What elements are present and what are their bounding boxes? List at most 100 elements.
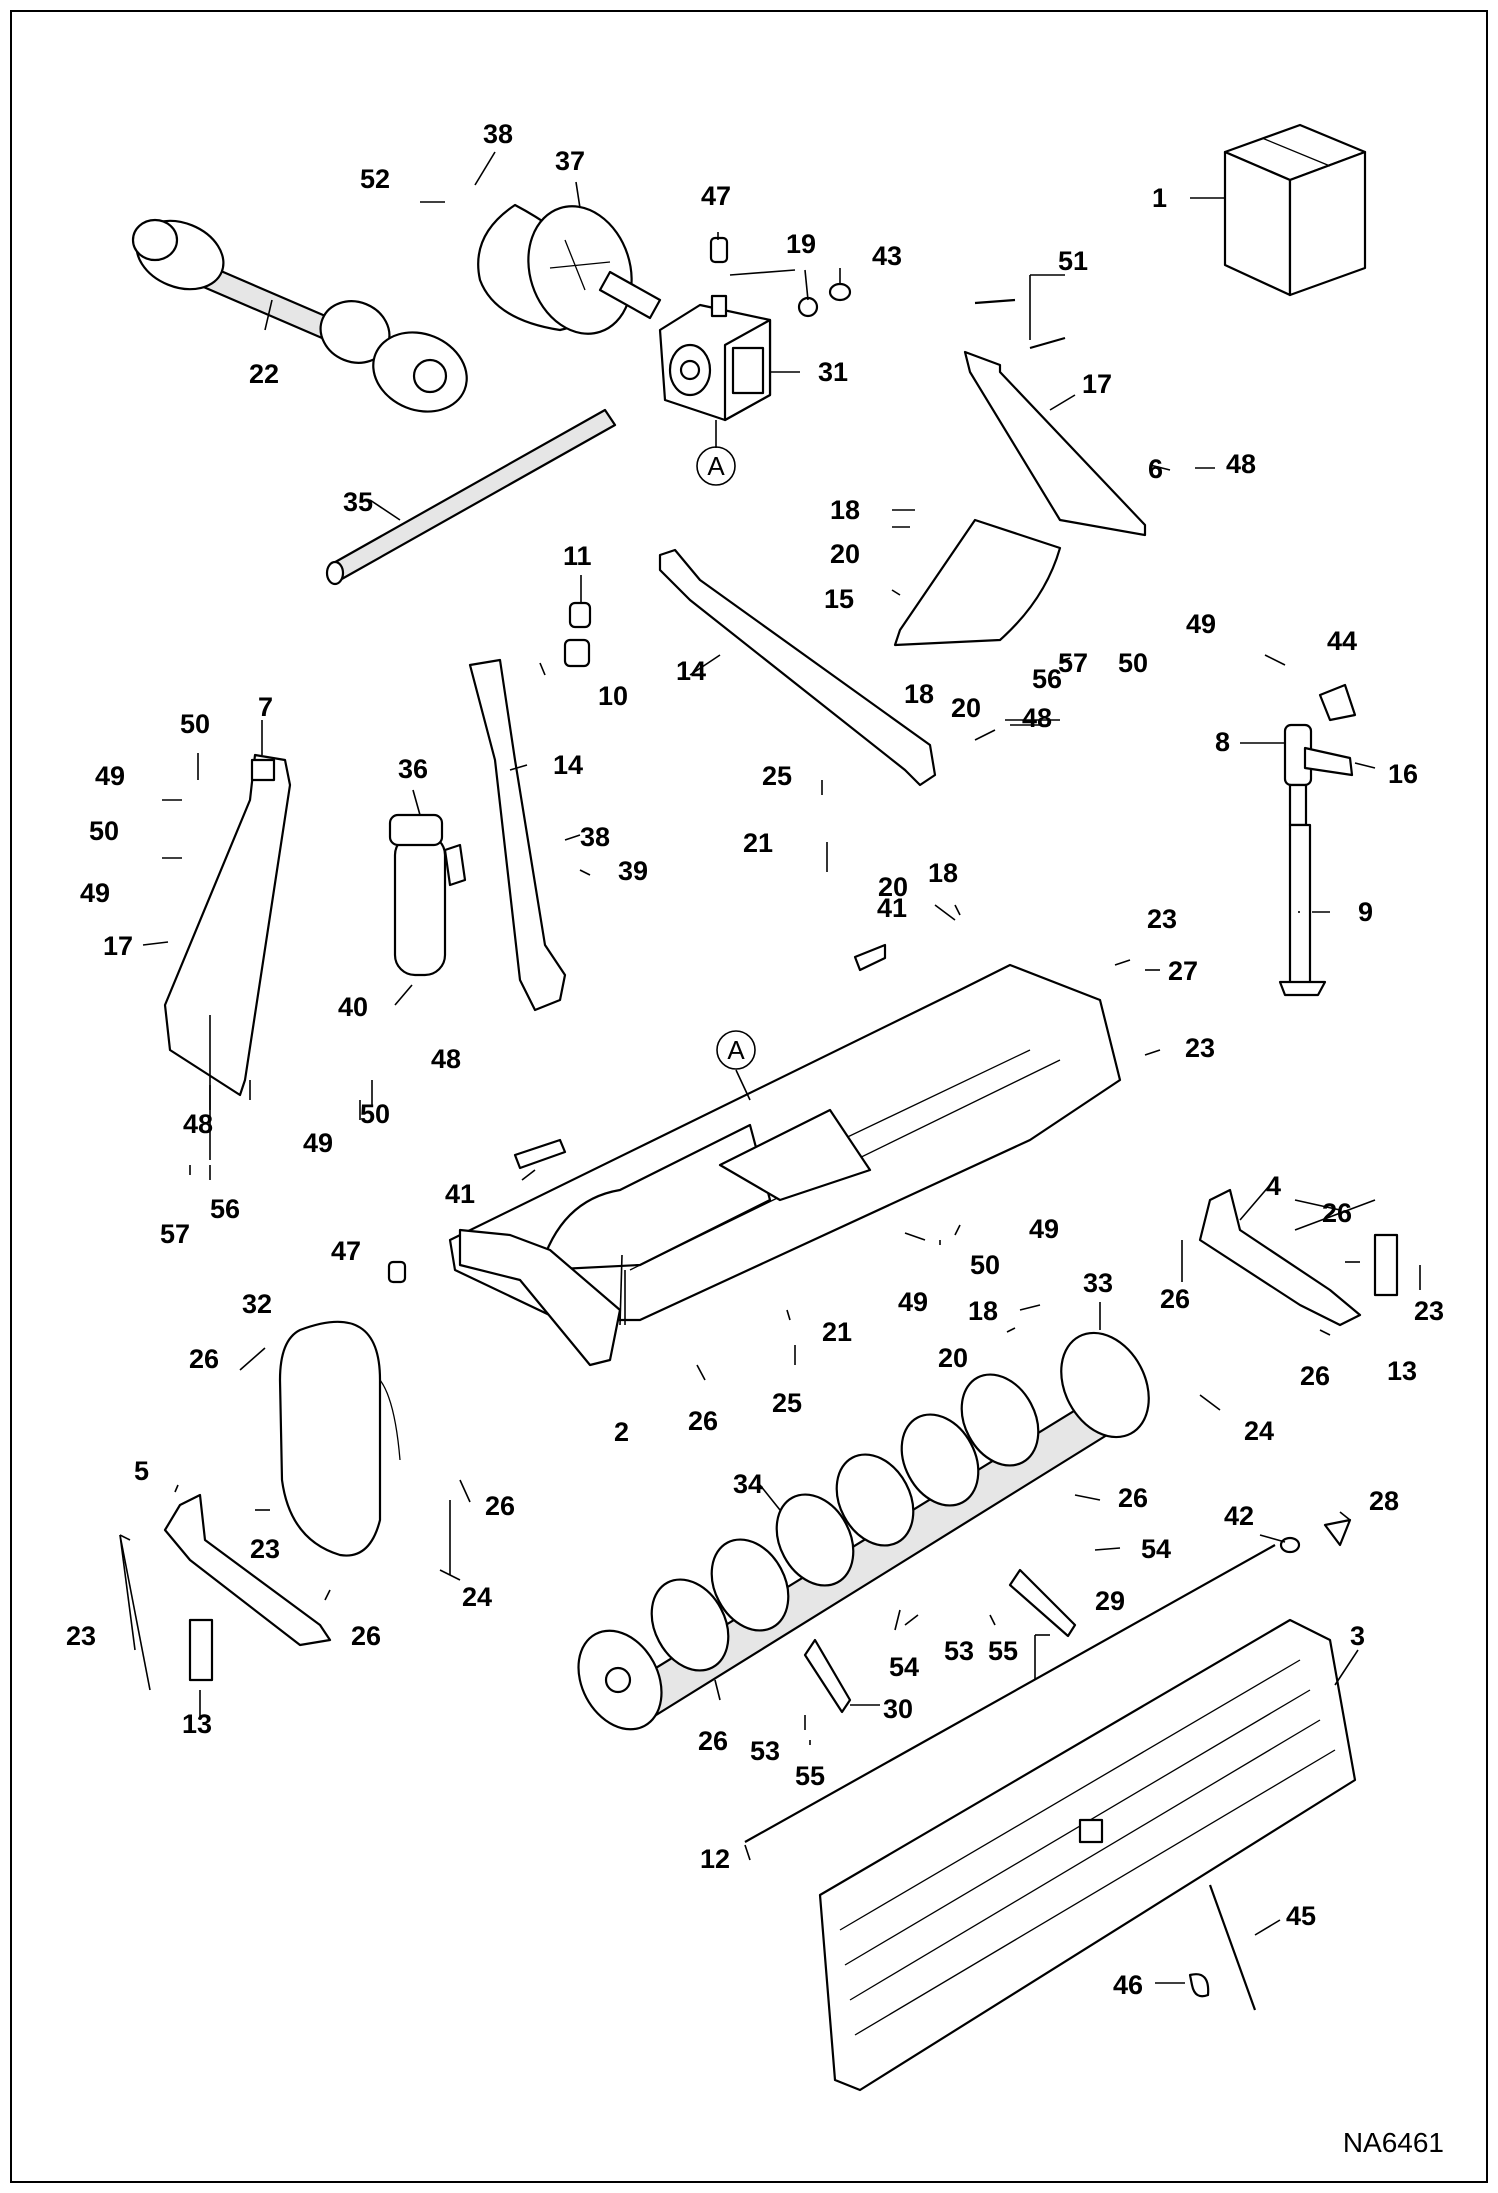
part-tine-29	[1008, 1568, 1077, 1638]
callout-19: 19	[786, 229, 816, 259]
callout-45: 45	[1286, 1901, 1316, 1931]
callout-47-top: 47	[701, 181, 731, 211]
callout-54-left: 54	[889, 1652, 919, 1682]
callout-8: 8	[1215, 727, 1230, 757]
callout-37: 37	[555, 146, 585, 176]
callout-49-left-bottom: 49	[303, 1128, 333, 1158]
callout-33: 33	[1083, 1268, 1113, 1298]
leader-lines	[119, 151, 1421, 1984]
part-main-frame	[448, 963, 1122, 1367]
callout-18-center: 18	[928, 858, 958, 888]
callout-23-right-top: 23	[1147, 904, 1177, 934]
callout-14-right-arm: 14	[676, 656, 706, 686]
reference-label-a-bottom: A	[727, 1035, 745, 1065]
callout-26-rotor-right: 26	[1118, 1483, 1148, 1513]
part-skid-right	[1198, 1188, 1362, 1327]
callout-36: 36	[398, 754, 428, 784]
callout-17-top: 17	[1082, 369, 1112, 399]
callout-16: 16	[1388, 759, 1418, 789]
callout-3: 3	[1350, 1621, 1365, 1651]
part-plate-13-right	[1373, 1233, 1399, 1297]
callout-14-left-arm: 14	[553, 750, 583, 780]
callout-25-top: 25	[762, 761, 792, 791]
callout-28: 28	[1369, 1486, 1399, 1516]
part-jack-stand	[1278, 723, 1354, 997]
part-bolt-51b	[1029, 336, 1066, 350]
callout-50-left-top: 50	[180, 709, 210, 739]
callout-50-right: 50	[1118, 648, 1148, 678]
part-shaft	[325, 408, 617, 586]
callout-48-right: 48	[1226, 449, 1256, 479]
callout-35: 35	[343, 487, 373, 517]
callout-26-skid-right-top: 26	[1322, 1198, 1352, 1228]
callout-34: 34	[733, 1469, 763, 1499]
callout-labels: 1 2 3 4 5 6 7 8 9 10 11 12 13 13 14 14 1…	[66, 119, 1444, 2000]
callout-21-top: 21	[743, 828, 773, 858]
reference-label-a-top: A	[707, 451, 725, 481]
part-rod-12	[744, 1544, 1276, 1843]
callout-50-center: 50	[970, 1250, 1000, 1280]
callout-43: 43	[872, 241, 902, 271]
callout-39: 39	[618, 856, 648, 886]
callout-53-right: 53	[944, 1636, 974, 1666]
callout-50-left-bottom: 50	[360, 1099, 390, 1129]
callout-57-right: 57	[1058, 648, 1088, 678]
callout-29: 29	[1095, 1586, 1125, 1616]
callout-18-top: 18	[830, 495, 860, 525]
callout-23-right-mid: 23	[1185, 1033, 1215, 1063]
callout-32: 32	[242, 1289, 272, 1319]
callout-1: 1	[1152, 183, 1167, 213]
reference-marker-a-bottom: A	[716, 1030, 756, 1070]
callout-23-left-bottom: 23	[66, 1621, 96, 1651]
callout-31: 31	[818, 357, 848, 387]
callout-20-rotor: 20	[938, 1343, 968, 1373]
callout-48-left-arm: 48	[431, 1044, 461, 1074]
callout-2: 2	[614, 1417, 629, 1447]
callout-6: 6	[1148, 454, 1163, 484]
callout-30: 30	[883, 1694, 913, 1724]
part-washer-42	[1279, 1536, 1301, 1554]
part-top-link-arm-right	[658, 548, 937, 787]
callout-26-skid-right-bottom: 26	[1300, 1361, 1330, 1391]
callout-46: 46	[1113, 1970, 1143, 2000]
part-washer-19	[797, 296, 819, 318]
part-chain-case	[278, 1320, 401, 1557]
drawing-number: NA6461	[1342, 2127, 1444, 2158]
callout-55-right: 55	[988, 1636, 1018, 1666]
callout-13-right: 13	[1387, 1356, 1417, 1386]
part-box	[1223, 123, 1367, 297]
part-tailgate	[818, 1618, 1357, 2092]
callout-12: 12	[700, 1844, 730, 1874]
part-grease-fitting-top	[709, 236, 729, 264]
callout-11: 11	[563, 541, 592, 571]
part-top-link-arm-left	[468, 658, 567, 1012]
part-rotor	[577, 1331, 1150, 1731]
drawing-frame	[10, 10, 1488, 2183]
callout-24-left: 24	[462, 1582, 492, 1612]
part-pin-41-upper	[853, 943, 887, 972]
callout-21-bottom: 21	[822, 1317, 852, 1347]
callout-40: 40	[338, 992, 368, 1022]
part-bushing-11	[568, 601, 592, 629]
callout-57-left: 57	[160, 1219, 190, 1249]
part-bushing-10	[563, 638, 591, 668]
callout-42: 42	[1224, 1501, 1254, 1531]
callout-49-left-mid: 49	[80, 878, 110, 908]
callout-27: 27	[1168, 956, 1198, 986]
callout-38-mid: 38	[580, 822, 610, 852]
callout-15: 15	[824, 584, 854, 614]
callout-38-top: 38	[483, 119, 513, 149]
callout-20-top: 20	[830, 539, 860, 569]
callout-4: 4	[1266, 1171, 1281, 1201]
callout-25-bottom: 25	[772, 1388, 802, 1418]
part-pto-driveline	[131, 218, 468, 413]
part-tine-30	[803, 1638, 852, 1714]
callout-23-left-mid: 23	[250, 1534, 280, 1564]
callout-26-rotor-left: 26	[698, 1726, 728, 1756]
callout-49-center-right: 49	[1029, 1214, 1059, 1244]
callout-13-left: 13	[182, 1709, 212, 1739]
callout-48-mid: 48	[1022, 703, 1052, 733]
part-pin-41-lower	[513, 1138, 567, 1170]
callout-48-left: 48	[183, 1109, 213, 1139]
callout-49-right: 49	[1186, 609, 1216, 639]
